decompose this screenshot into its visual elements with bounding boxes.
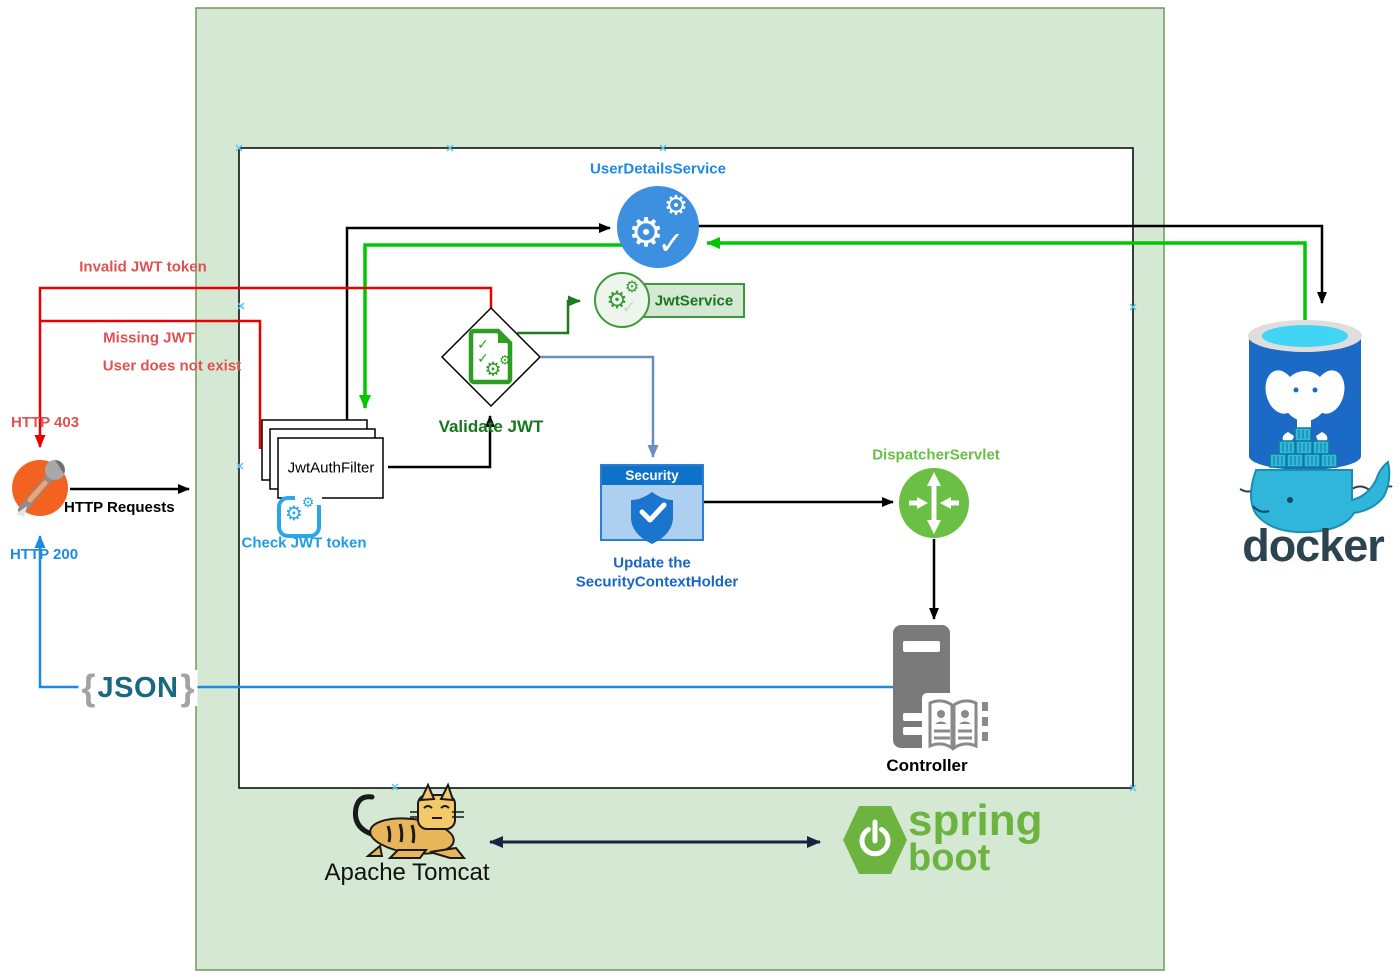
gear-icon-small: ⚙ — [301, 495, 315, 511]
document-gears-icon — [468, 328, 513, 385]
json-brace-open: { — [81, 667, 96, 708]
jwt-auth-filter-node — [261, 419, 384, 499]
arrow-validate-to-jwtservice — [517, 295, 581, 335]
docker-label: docker — [1242, 520, 1385, 571]
apache-tomcat-label: Apache Tomcat — [324, 859, 490, 887]
http-200-label: HTTP 200 — [10, 546, 79, 563]
dispatcher-servlet-icon — [899, 468, 969, 538]
arrow-postgres-to-userdetailsservice — [706, 237, 1307, 326]
user-details-service-icon — [617, 186, 699, 268]
docker-whale — [1250, 460, 1391, 534]
boot-label: boot — [908, 837, 991, 879]
update-holder-label-line1: Update the — [613, 554, 691, 572]
user-does-not-exist-label: User does not exist — [102, 357, 242, 375]
arrow-controller-json-to-client — [34, 535, 893, 689]
spring-label: spring — [908, 796, 1043, 845]
arrow-userdetailsservice-to-postgres — [690, 224, 1327, 304]
dispatcher-servlet-label: DispatcherServlet — [872, 446, 1000, 464]
gear-icon: ⚙ — [606, 286, 628, 314]
invalid-jwt-token-label: Invalid JWT token — [79, 258, 207, 276]
update-holder-label-line2: SecurityContextHolder — [575, 573, 739, 591]
arrow-jwtauthfilter-to-userdetailsservice — [345, 223, 611, 420]
missing-jwt-label: Missing JWT — [103, 329, 195, 347]
validate-jwt-node — [440, 306, 542, 408]
gear-icon: ⚙ — [285, 501, 303, 525]
check-icon: ✓ — [477, 351, 489, 367]
arrow-jwtauthfilter-to-validate — [388, 415, 495, 469]
controller-label: Controller — [886, 756, 968, 776]
http-403-label: HTTP 403 — [11, 414, 80, 431]
jwt-service-label: JwtService — [654, 292, 734, 310]
json-brace-close: } — [180, 667, 195, 708]
json-response-label: { JSON } — [78, 667, 198, 708]
arrow-userdetailsservice-to-jwtauthfilter — [359, 243, 630, 409]
gear-icon-small: ⚙ — [624, 277, 640, 296]
security-node — [600, 464, 704, 544]
arrow-validate-to-security — [541, 355, 659, 458]
postgres-docker-icon — [1239, 320, 1393, 534]
check-icon: ✓ — [621, 297, 637, 318]
line-missing-jwt-to-jwtauthfilter — [40, 319, 262, 449]
jwt-service-gears-icon — [594, 272, 650, 328]
validate-jwt-label: Validate JWT — [438, 417, 544, 437]
user-details-service-label: UserDetailsService — [590, 160, 726, 178]
tomcat-cat-icon — [352, 782, 467, 859]
check-jwt-token-label: Check JWT token — [241, 534, 367, 552]
security-header-label: Security — [625, 468, 679, 484]
spring-boot-hexagon-icon — [843, 806, 907, 874]
jwt-service-node — [594, 272, 745, 328]
postman-icon — [12, 460, 68, 517]
check-icon: ✓ — [657, 224, 685, 262]
arrow-invalid-jwt-to-client — [34, 286, 493, 448]
gear-icon: ⚙ — [484, 358, 502, 381]
selection-handles — [235, 144, 1137, 792]
json-text: JSON — [97, 671, 179, 704]
gear-icon-small: ⚙ — [663, 190, 689, 222]
check-jwt-token-icon — [277, 492, 322, 538]
gear-icon: ⚙ — [628, 210, 664, 256]
http-requests-label: HTTP Requests — [64, 499, 175, 516]
gear-icon-small: ⚙ — [499, 353, 511, 369]
check-icon: ✓ — [477, 337, 489, 353]
controller-book-icon — [922, 693, 988, 755]
jwt-auth-filter-label: JwtAuthFilter — [287, 459, 375, 477]
